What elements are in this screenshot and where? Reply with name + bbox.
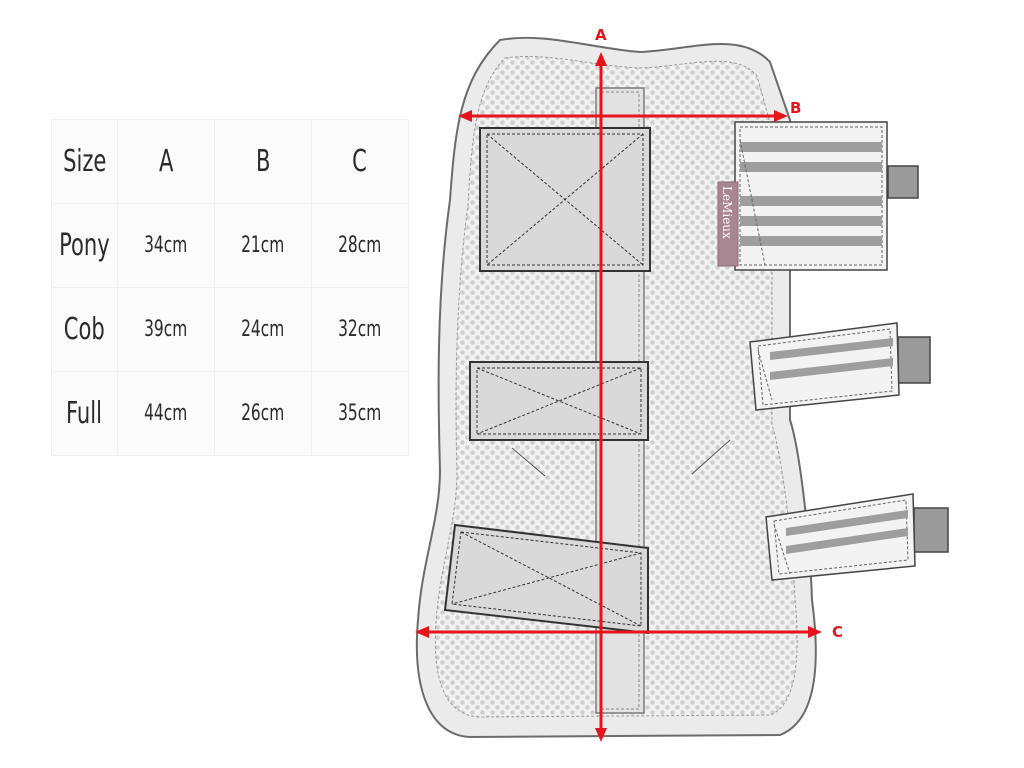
header-b: B — [213, 119, 312, 204]
measure-b: B — [458, 99, 801, 122]
size-label: Cob — [51, 287, 118, 372]
size-row-pony: Pony 34cm 21cm 28cm — [51, 203, 409, 288]
size-value-a: 34cm — [116, 203, 215, 288]
pad-top — [479, 127, 651, 272]
strap-middle — [749, 322, 931, 411]
size-value-a: 39cm — [116, 287, 215, 372]
measure-a: A — [595, 26, 607, 742]
brand-logo: LeMieux — [717, 181, 739, 267]
svg-text:LeMieux: LeMieux — [720, 186, 734, 239]
measure-label-a: A — [595, 26, 607, 44]
size-value-b: 26cm — [213, 371, 312, 456]
measure-c: C — [415, 623, 843, 641]
size-value-c: 32cm — [310, 287, 409, 372]
size-value-b: 24cm — [213, 287, 312, 372]
strap-top — [734, 121, 919, 271]
measure-label-b: B — [790, 99, 801, 117]
size-value-b: 21cm — [213, 203, 312, 288]
size-chart-table: Size A B C Pony 34cm 21cm 28cm Cob 39cm … — [51, 119, 409, 456]
header-size: Size — [51, 119, 118, 204]
size-value-c: 35cm — [310, 371, 409, 456]
pad-bottom — [443, 523, 649, 635]
size-value-c: 28cm — [310, 203, 409, 288]
strap-bottom — [765, 493, 949, 581]
pad-middle — [469, 361, 649, 441]
measure-label-c: C — [832, 623, 843, 641]
size-row-full: Full 44cm 26cm 35cm — [51, 371, 409, 456]
header-c: C — [310, 119, 409, 204]
size-row-cob: Cob 39cm 24cm 32cm — [51, 287, 409, 372]
